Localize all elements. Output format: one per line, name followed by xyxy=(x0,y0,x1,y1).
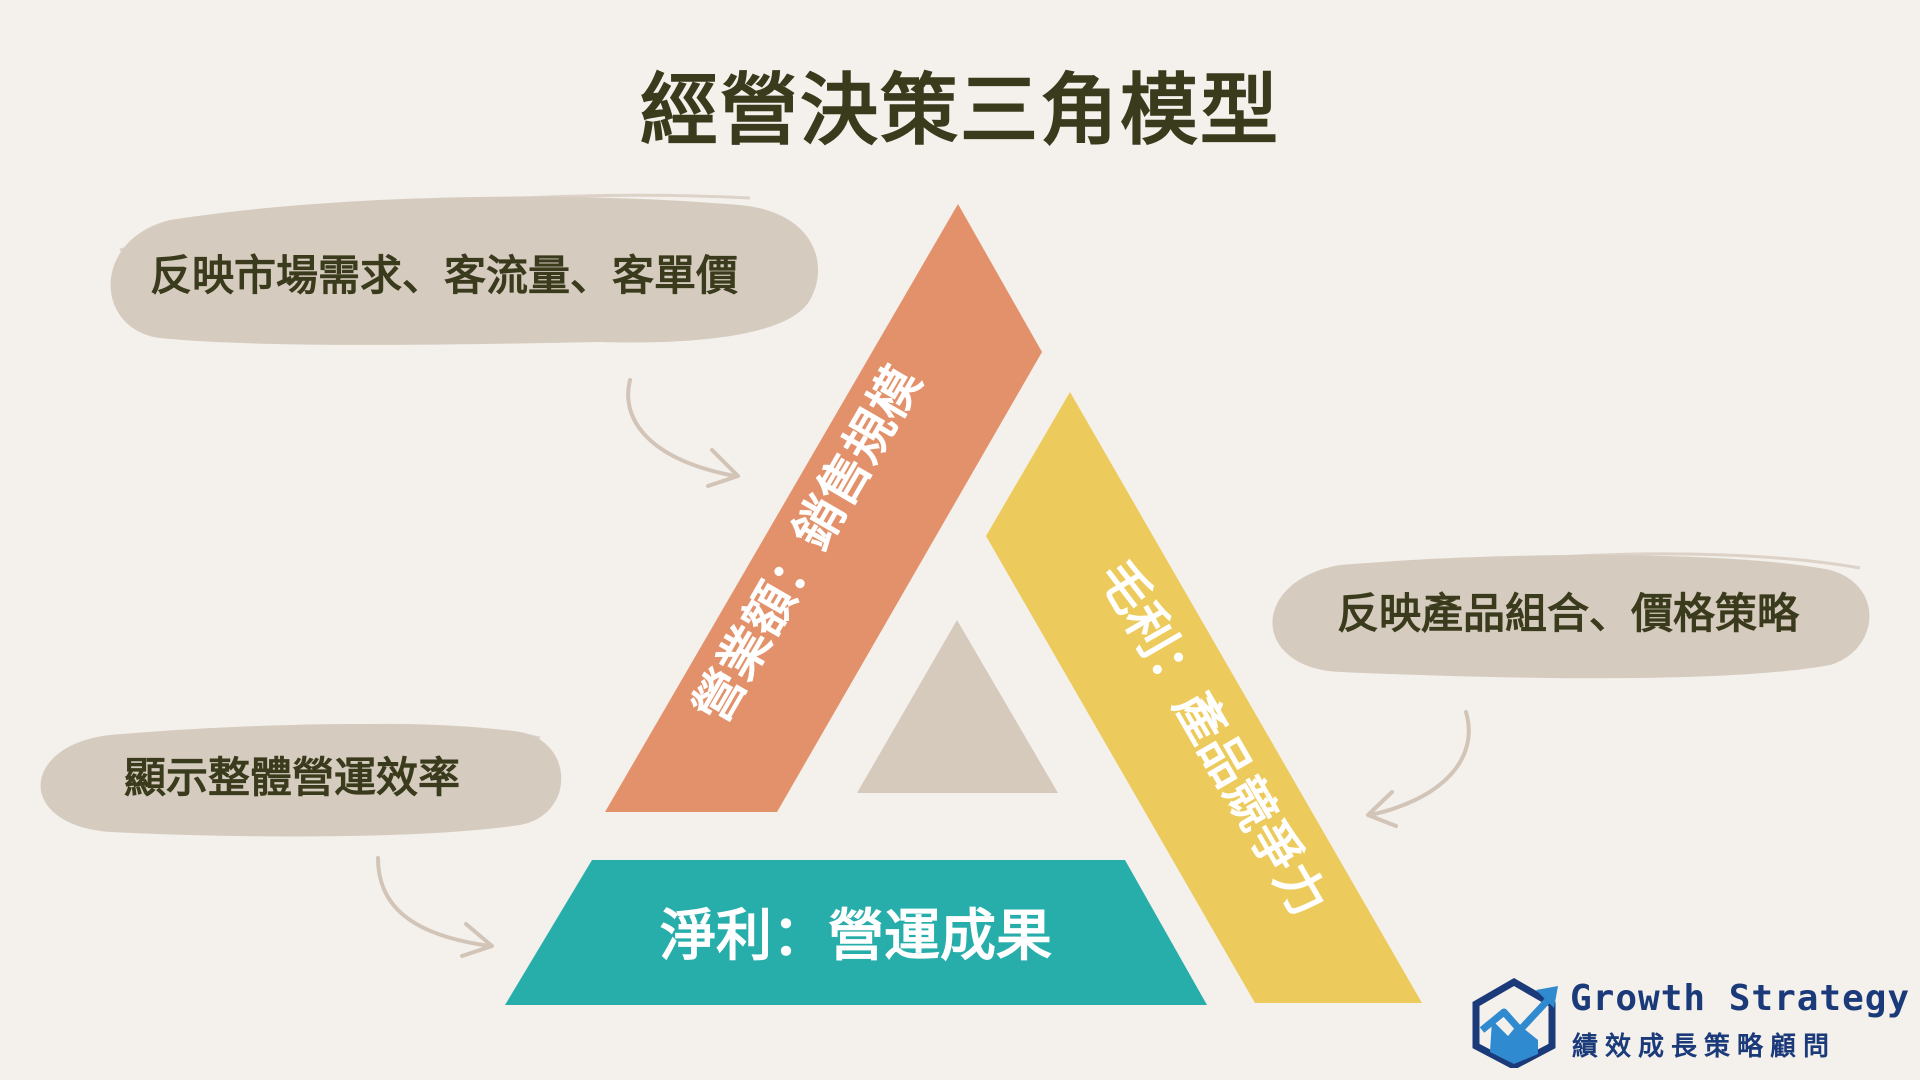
callout-bubble xyxy=(40,724,562,837)
side-bottom-net-profit xyxy=(505,860,1207,1005)
side-left-revenue xyxy=(605,204,1042,812)
side-right-gross-profit xyxy=(986,392,1422,1003)
callout-bubble xyxy=(1272,554,1870,679)
growth-chart-hexagon-icon xyxy=(1472,977,1558,1068)
callout-bubble xyxy=(110,196,819,345)
callout-efficiency: 顯示整體營運效率 xyxy=(40,723,562,958)
brand-logo: Growth Strategy 績效成長策略顧問 xyxy=(1466,976,1909,1068)
callout-text-2: 反映產品組合、價格策略 xyxy=(1337,589,1800,638)
brand-name: Growth Strategy xyxy=(1570,978,1911,1019)
center-triangle xyxy=(857,620,1058,793)
curved-arrow-icon xyxy=(626,378,740,488)
callout-product-mix: 反映產品組合、價格策略 xyxy=(1272,552,1870,828)
callout-text-1: 反映市場需求、客流量、客單價 xyxy=(150,251,738,300)
curved-arrow-icon xyxy=(376,856,494,958)
callout-text-3: 顯示整體營運效率 xyxy=(124,753,460,802)
curved-arrow-icon xyxy=(1366,710,1471,828)
side-bottom-label: 淨利：營運成果 xyxy=(660,904,1052,969)
page-title: 經營決策三角模型 xyxy=(639,66,1280,156)
brand-subtitle: 績效成長策略顧問 xyxy=(1572,1032,1837,1062)
callout-market-demand: 反映市場需求、客流量、客單價 xyxy=(110,193,819,488)
